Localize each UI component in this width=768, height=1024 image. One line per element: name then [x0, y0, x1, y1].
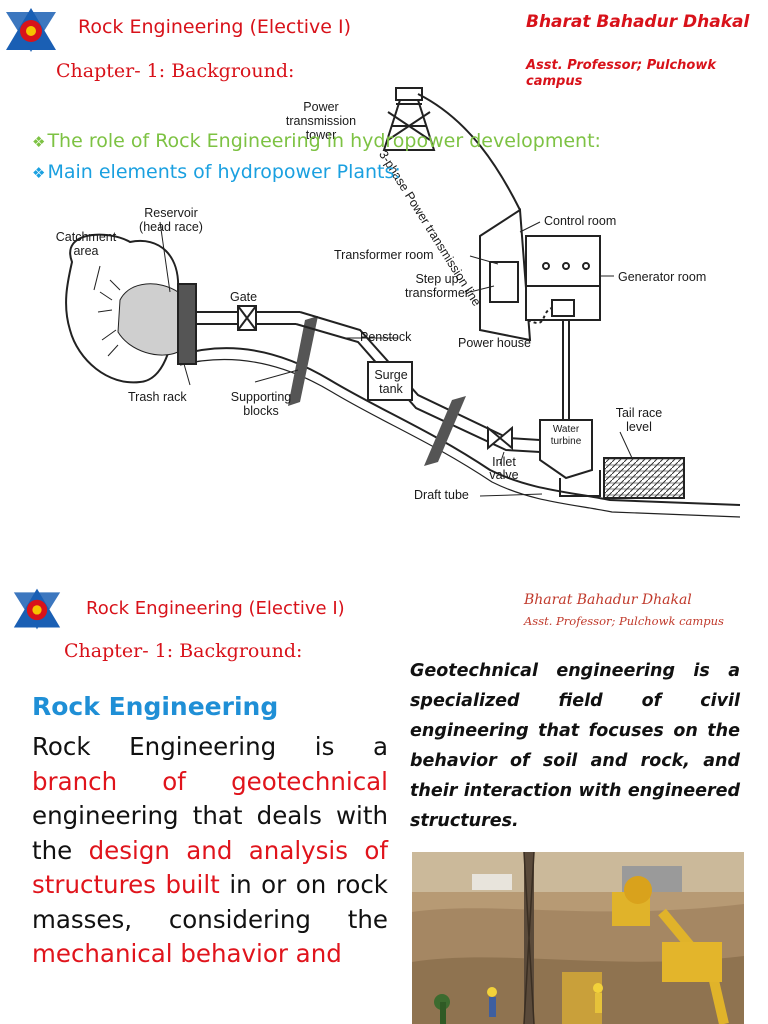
label-gate: Gate	[230, 290, 258, 304]
diamond-bullet-icon: ❖	[32, 164, 46, 182]
label-water-turbine: Water turbine	[550, 424, 582, 447]
rock-engineering-body: Rock Engineering is a branch of geotechn…	[32, 730, 388, 972]
label-inlet-valve: Inlet valve	[489, 455, 519, 482]
body-highlight: branch of geotechnical	[32, 766, 388, 796]
construction-site-photo	[412, 852, 744, 1024]
body-text: engineering that deals with the	[32, 801, 388, 865]
label-reservoir: Reservoir (head race)	[139, 206, 203, 234]
slide-rock-engineering: Rock Engineering (Elective I) Chapter- 1…	[0, 580, 768, 1024]
rock-engineering-heading: Rock Engineering	[32, 692, 279, 721]
body-highlight: mechanical behavior and	[32, 939, 342, 968]
author-name: Bharat Bahadur Dhakal	[524, 592, 692, 608]
label-tower: Power transmission tower	[285, 100, 357, 142]
bullet-text: The role of Rock Engineering in hydropow…	[47, 130, 601, 152]
label-tail-race: Tail race level	[615, 406, 663, 434]
hydropower-diagram	[65, 87, 741, 518]
author-role: Asst. Professor; Pulchowk campus	[526, 58, 717, 89]
geotechnical-definition: Geotechnical engineering is a specialize…	[410, 661, 740, 831]
chapter-title: Chapter- 1: Background:	[56, 60, 295, 82]
course-title: Rock Engineering (Elective I)	[86, 598, 345, 619]
body-text: in or on rock masses, considering the	[32, 870, 388, 934]
university-logo-icon	[13, 588, 61, 630]
bullet-main-elements: ❖Main elements of hydropower Plants:	[32, 161, 401, 183]
label-generator-room: Generator room	[618, 270, 707, 284]
label-draft-tube: Draft tube	[414, 488, 469, 502]
chapter-title: Chapter- 1: Background:	[64, 640, 303, 662]
ground-line	[179, 347, 741, 506]
diagram-labels: Power transmission tower 3-phase Power t…	[55, 100, 707, 502]
course-title: Rock Engineering (Elective I)	[78, 16, 352, 38]
bullet-rock-role: ❖The role of Rock Engineering in hydropo…	[32, 130, 601, 152]
bullet-text: Main elements of hydropower Plants:	[47, 161, 401, 183]
label-trash-rack: Trash rack	[128, 390, 187, 404]
university-logo-icon	[6, 8, 56, 52]
label-step-up-transformer: Step up transformer	[405, 272, 469, 300]
body-highlight: design and analysis of structures built	[32, 835, 388, 900]
label-transformer-room: Transformer room	[334, 248, 434, 262]
body-text: Rock Engineering is a	[32, 732, 388, 761]
label-supporting-blocks: Supporting blocks	[230, 390, 292, 418]
diamond-bullet-icon: ❖	[32, 133, 46, 151]
author-role: Asst. Professor; Pulchowk campus	[524, 614, 724, 628]
slide-hydropower: Rock Engineering (Elective I) Chapter- 1…	[6, 8, 750, 518]
label-control-room: Control room	[544, 214, 617, 228]
label-surge-tank: Surge tank	[374, 368, 408, 396]
author-name: Bharat Bahadur Dhakal	[526, 12, 750, 32]
label-catchment: Catchment area	[55, 230, 117, 258]
label-penstock: Penstock	[360, 330, 412, 344]
label-power-house: Power house	[458, 336, 531, 350]
